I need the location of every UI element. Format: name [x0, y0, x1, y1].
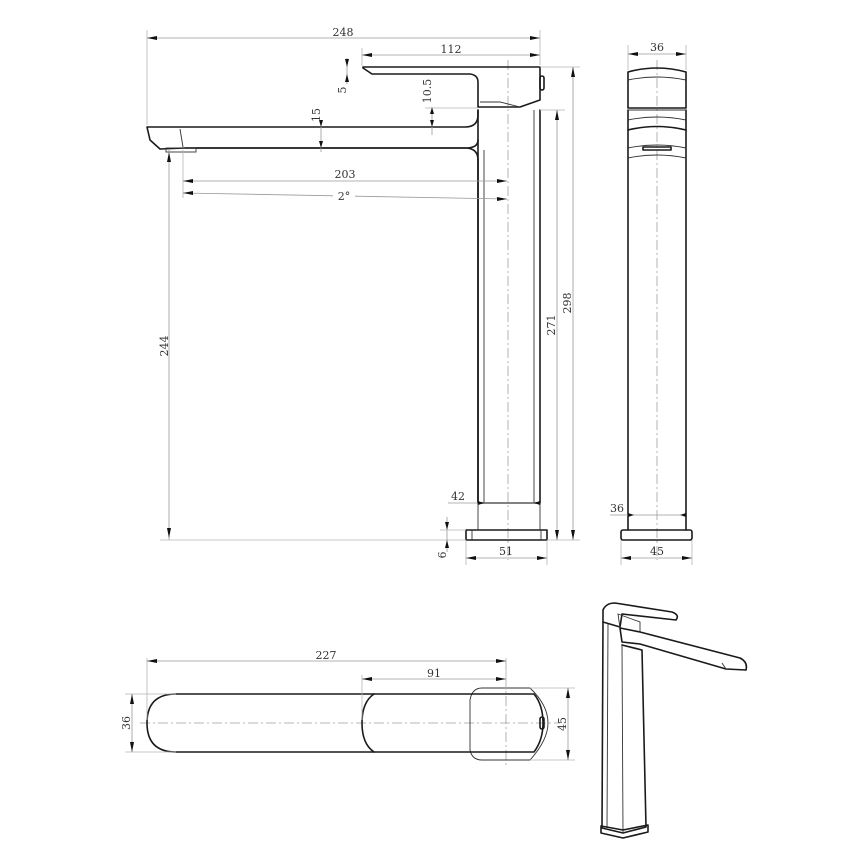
arrow-icon	[496, 659, 506, 663]
iso-spout-tip	[721, 662, 727, 670]
arrow-icon	[555, 530, 559, 540]
arrow-icon	[466, 556, 476, 560]
arrow-icon	[345, 59, 349, 67]
dim-label-top-overall-length: 227	[316, 649, 337, 662]
side-handle	[627, 67, 687, 109]
front-view: 248 112 5 10.5 15 203 2°	[146, 26, 580, 565]
dim-label-top-spout-width: 36	[120, 716, 133, 730]
dim-label-top-handle-length: 91	[427, 667, 441, 680]
arrow-icon	[130, 694, 134, 704]
side-spout-curve-4	[627, 154, 687, 159]
arrow-icon	[362, 677, 372, 681]
top-handle-button	[539, 716, 545, 730]
side-spout-curve-1	[627, 116, 687, 121]
arrow-icon	[445, 522, 449, 530]
iso-handle	[602, 602, 679, 628]
top-spout	[146, 693, 544, 753]
side-spout-curve-3	[627, 144, 687, 149]
arrow-icon	[497, 197, 507, 201]
side-body	[627, 109, 687, 531]
arrow-icon	[680, 513, 686, 517]
arrow-icon	[147, 36, 157, 40]
side-view: 36 36 45	[610, 41, 693, 565]
arrow-icon	[430, 107, 434, 114]
front-handle-bevel	[480, 101, 521, 108]
angle-label-bg	[333, 189, 355, 201]
side-spout-curve-2	[627, 125, 687, 131]
arrow-icon	[534, 501, 540, 505]
arrow-icon	[537, 556, 547, 560]
arrow-icon	[147, 659, 157, 663]
arrow-icon	[430, 120, 434, 127]
iso-body-edge-2	[606, 623, 609, 829]
front-handle	[362, 66, 541, 108]
front-spout	[146, 109, 479, 150]
side-base	[620, 529, 693, 541]
arrow-icon	[571, 67, 575, 77]
front-base	[465, 529, 548, 541]
arrow-icon	[319, 141, 323, 148]
arrow-icon	[682, 556, 692, 560]
dim-label-body-height: 271	[545, 315, 558, 336]
arrow-icon	[167, 528, 171, 538]
dim-label-outlet-height: 244	[158, 336, 171, 357]
top-view: 227 91 36 45	[120, 649, 575, 765]
top-base-plate	[469, 687, 549, 761]
arrow-icon	[497, 179, 507, 183]
dim-label-spout-angle: 2°	[338, 190, 351, 203]
iso-body-edge	[621, 644, 624, 834]
front-spout-tip-line	[179, 128, 184, 148]
dim-label-handle-thickness: 5	[336, 87, 349, 94]
arrow-icon	[571, 530, 575, 540]
iso-body	[601, 621, 647, 834]
front-body-outline	[477, 109, 541, 504]
dim-label-overall-reach: 248	[333, 26, 354, 39]
front-spout-underside	[184, 147, 479, 504]
arrow-icon	[566, 688, 570, 698]
dim-label-base-thickness: 6	[436, 552, 449, 559]
arrow-icon	[496, 677, 506, 681]
dim-label-top-base-width: 45	[556, 717, 569, 731]
dim-label-spout-reach: 203	[335, 168, 356, 181]
dim-label-handle-width: 36	[650, 41, 664, 54]
arrow-icon	[345, 74, 349, 82]
arrow-icon	[130, 742, 134, 752]
dim-label-side-base-width: 45	[650, 545, 664, 558]
arrow-icon	[555, 110, 559, 120]
side-handle-curve	[627, 76, 687, 81]
arrow-icon	[167, 152, 171, 162]
arrow-icon	[478, 501, 484, 505]
dim-label-gap: 10.5	[421, 79, 434, 104]
front-handle-button	[539, 75, 545, 91]
arrow-icon	[362, 53, 372, 57]
dim-label-side-body-width: 36	[610, 502, 624, 515]
arrow-icon	[676, 52, 686, 56]
arrow-icon	[628, 52, 638, 56]
arrow-icon	[566, 750, 570, 760]
arrow-icon	[530, 36, 540, 40]
dim-label-base-width: 51	[499, 545, 513, 558]
arrow-icon	[628, 513, 634, 517]
dim-label-spout-thickness: 15	[310, 108, 323, 122]
arrow-icon	[183, 191, 193, 195]
arrow-icon	[530, 53, 540, 57]
front-aerator	[165, 147, 197, 153]
arrow-icon	[445, 540, 449, 548]
isometric-view	[600, 602, 748, 839]
side-aerator	[642, 146, 672, 151]
arrow-icon	[319, 120, 323, 127]
dim-label-overall-height: 298	[561, 293, 574, 314]
arrow-icon	[621, 556, 631, 560]
dim-label-body-width: 42	[451, 490, 465, 503]
arrow-icon	[183, 179, 193, 183]
iso-spout	[619, 627, 748, 671]
top-handle-edge	[361, 693, 375, 753]
iso-base	[600, 824, 649, 839]
dim-label-handle-length: 112	[441, 43, 462, 56]
